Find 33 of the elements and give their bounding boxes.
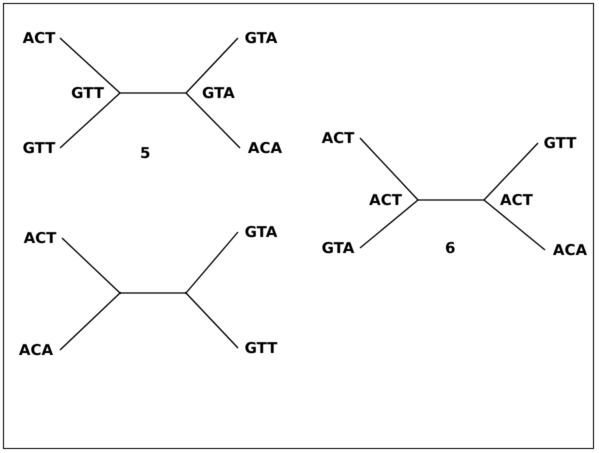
- sequence-label: ACA: [545, 240, 595, 260]
- branch-line: [60, 292, 120, 350]
- sequence-label: GTT: [70, 83, 120, 103]
- sequence-label: GTA: [316, 238, 360, 258]
- sequence-label: GTA: [186, 83, 236, 103]
- branch-line: [484, 200, 546, 250]
- branch-line: [418, 199, 484, 201]
- sequence-label: ACA: [240, 138, 290, 158]
- sequence-label: ACT: [18, 28, 60, 48]
- branch-line: [60, 38, 120, 94]
- sequence-label: GTT: [538, 133, 582, 153]
- branch-line: [62, 238, 120, 294]
- sequence-label: GTT: [238, 338, 284, 358]
- sequence-label: ACT: [316, 128, 360, 148]
- branch-line: [186, 232, 238, 294]
- branch-line: [120, 292, 186, 294]
- branch-line: [186, 38, 238, 94]
- sequence-label: GTA: [238, 28, 284, 48]
- branch-line: [120, 92, 186, 94]
- branch-line: [484, 142, 538, 200]
- score-label: 5: [140, 143, 150, 163]
- sequence-label: GTA: [238, 222, 284, 242]
- branch-line: [186, 292, 238, 348]
- sequence-label: ACT: [484, 190, 534, 210]
- branch-line: [60, 92, 120, 148]
- sequence-label: ACA: [12, 340, 60, 360]
- branch-line: [186, 92, 240, 148]
- sequence-label: ACT: [368, 190, 418, 210]
- sequence-label: GTT: [18, 138, 60, 158]
- branch-line: [360, 138, 418, 200]
- branch-line: [360, 200, 418, 248]
- score-label: 6: [445, 238, 456, 258]
- sequence-label: ACT: [18, 228, 62, 248]
